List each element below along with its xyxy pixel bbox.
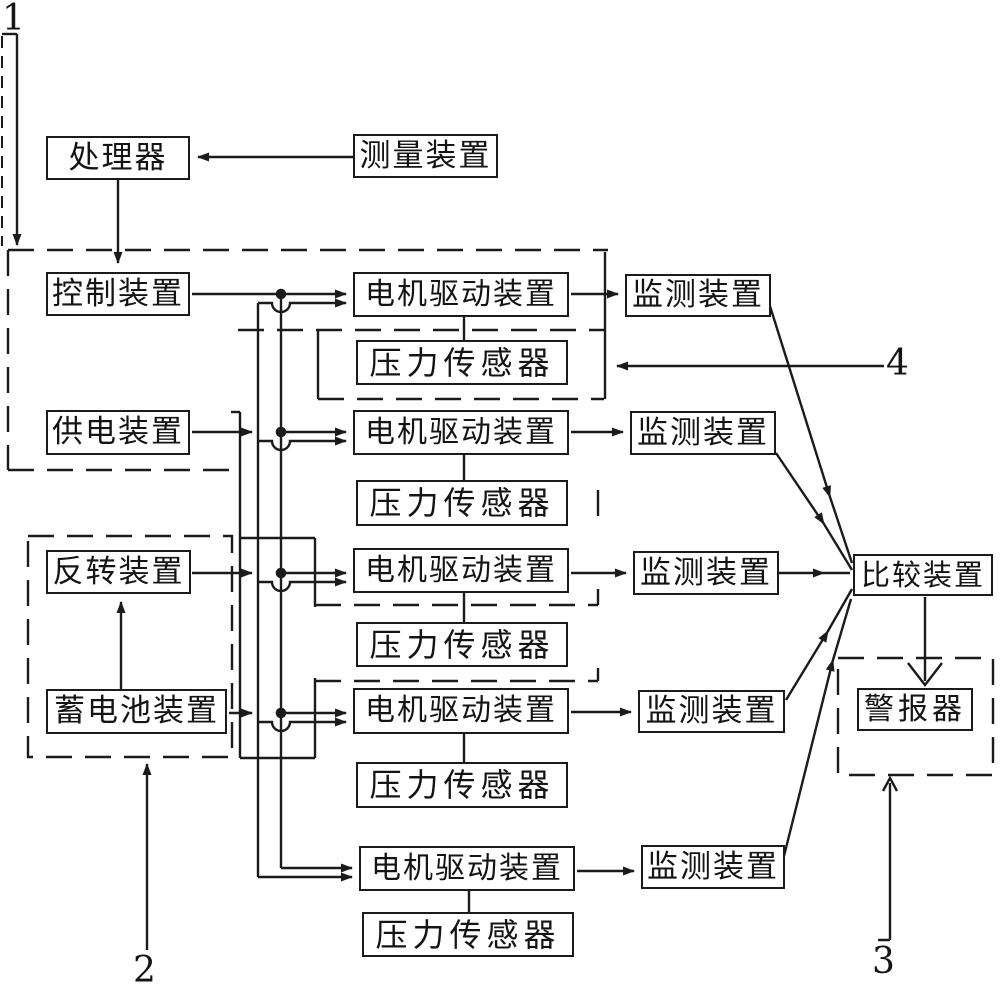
reversing-device-box: 反转装置 [46,550,191,594]
row-feed-arrows [192,289,347,733]
bus-lines [256,294,353,882]
motor-to-sensor-links [462,317,471,912]
control-device-box: 控制装置 [46,272,190,316]
power-bus-top-branch [258,298,347,314]
alarm-group-box [836,656,995,777]
leader-3-head [881,775,899,792]
ref-label-4: 4 [886,343,909,384]
monitoring-device-box: 监测装置 [633,551,779,595]
compare-to-alarm-arrow [907,597,943,687]
ref-label-leaders [2,32,899,950]
monitoring-device-box: 监测装置 [641,845,785,889]
ref-label-3: 3 [872,941,895,982]
monitor-to-compare-arrows [767,302,854,857]
battery-group-box [26,534,234,759]
measuring-device-box: 测量装置 [353,134,498,178]
ref-label-2: 2 [133,950,156,988]
top-chain-arrows [113,152,353,689]
pressure-sensor-box: 压力传感器 [356,480,568,526]
motor-driver-box: 电机驱动装置 [353,548,569,593]
power-supply-box: 供电装置 [46,410,190,455]
alarm-box: 警报器 [857,688,973,731]
motor-driver-box: 电机驱动装置 [353,688,569,734]
motor-driver-box: 电机驱动装置 [359,846,575,891]
monitoring-device-box: 监测装置 [638,690,785,733]
motor-driver-box: 电机驱动装置 [353,410,569,455]
monitoring-device-box: 监测装置 [625,274,771,317]
leader-3 [878,783,892,942]
battery-device-box: 蓄电池装置 [46,689,227,734]
pressure-sensor-box: 压力传感器 [356,762,568,808]
ref-label-1: 1 [2,0,25,39]
processor-box: 处理器 [46,136,190,180]
pressure-sensor-box: 压力传感器 [356,340,568,385]
pressure-sensor-box: 压力传感器 [356,622,568,667]
junction-dots [275,288,287,719]
dashed-enclosure-lines [6,248,995,777]
monitoring-device-box: 监测装置 [630,411,776,455]
pressure-sensor-box: 压力传感器 [362,912,574,957]
motor-driver-box: 电机驱动装置 [353,272,569,317]
motor-to-monitor-arrows [571,289,635,876]
comparison-device-box: 比较装置 [853,554,993,596]
